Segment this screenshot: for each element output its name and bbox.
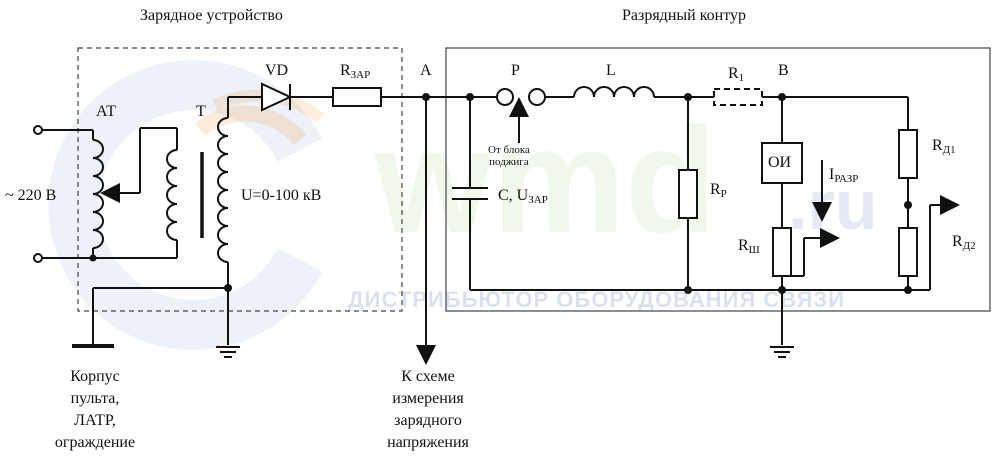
label-rzar: RЗАР (340, 62, 371, 81)
label-discharge-current: IРАЗР (829, 166, 859, 185)
label-rsh: RШ (738, 237, 760, 256)
diode-vd (261, 82, 293, 112)
resistor-rd1 (898, 129, 918, 179)
label-p: Р (511, 62, 520, 79)
watermark-logo: wmd (375, 96, 717, 264)
label-output-voltage: U=0-100 кВ (241, 187, 322, 204)
watermark-subtitle: ДИСТРИБЬЮТОР ОБОРУДОВАНИЯ СВЯЗИ (348, 287, 846, 312)
label-ignition-source: От блока поджига (488, 144, 530, 168)
node-a-label: А (420, 62, 432, 79)
resistor-rd2 (898, 227, 918, 277)
label-supply-voltage: ~ 220 В (5, 187, 57, 204)
transformer-secondary-coil (217, 117, 229, 263)
spark-gap-right (528, 88, 546, 106)
inductor-l (573, 86, 655, 98)
label-capacitor: С, UЗАР (498, 187, 548, 206)
label-rp: RР (710, 181, 727, 200)
label-rd2: RД2 (952, 233, 976, 252)
label-housing-ground: Корпус пульта, ЛАТР, ограждение (54, 368, 136, 451)
discharge-box (445, 47, 991, 312)
label-at: АТ (96, 103, 116, 120)
transformer-primary-coil (166, 149, 178, 241)
label-rd1: RД1 (932, 137, 956, 156)
resistor-rsh (772, 227, 792, 277)
label-measurement-circuit: К схеме измерения зарядного напряжения (387, 368, 469, 451)
resistor-rzar (332, 87, 382, 107)
current-meter-oi (761, 142, 803, 184)
spark-gap-left (496, 88, 514, 106)
charger-section-title: Зарядное устройство (140, 7, 283, 24)
node-b-label: В (778, 62, 789, 79)
label-l: L (606, 62, 616, 79)
discharge-section-title: Разрядный контур (622, 7, 746, 24)
supply-terminal-bottom (33, 253, 43, 263)
label-oi: ОИ (768, 154, 792, 171)
label-vd: VD (265, 62, 289, 79)
resistor-rp (678, 169, 698, 219)
resistor-r1 (713, 88, 763, 106)
label-r1: R1 (728, 65, 745, 84)
charger-box (77, 47, 403, 312)
autotransformer-coil (92, 139, 104, 249)
junction-dots (89, 93, 912, 294)
supply-terminal-top (33, 125, 43, 135)
label-t: Т (196, 103, 206, 120)
